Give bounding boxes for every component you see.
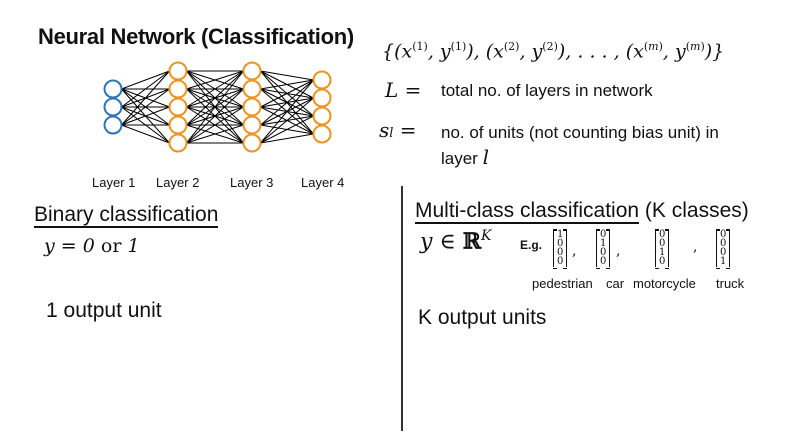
connection-l1-2-2 xyxy=(121,106,170,126)
multiclass-heading-suffix: (K classes) xyxy=(644,199,749,222)
def-sl-symbol: sl = xyxy=(379,118,417,142)
connection-l2-4-2 xyxy=(186,106,244,144)
connection-l2-4-3 xyxy=(186,124,244,144)
connection-l3-0-0 xyxy=(260,70,314,81)
unit-layer2-3 xyxy=(168,97,188,117)
unit-layer3-3 xyxy=(242,97,262,117)
connection-l2-1-0 xyxy=(186,70,244,90)
connection-l2-4-1 xyxy=(186,88,244,144)
layer-label-1: Layer 1 xyxy=(92,175,136,190)
connection-l1-0-0 xyxy=(121,70,170,90)
training-set-formula: {(x(1), y(1)), (x(2), y(2)), . . . , (x(… xyxy=(382,40,725,63)
unit-layer2-5 xyxy=(168,133,188,153)
unit-layer4-4 xyxy=(312,124,332,144)
unit-layer1-1 xyxy=(103,79,123,99)
connection-l1-2-0 xyxy=(121,70,170,126)
connection-l1-1-0 xyxy=(121,70,170,108)
class-label-car: car xyxy=(606,276,625,291)
class-label-pedestrian: pedestrian xyxy=(532,276,593,291)
connection-l2-4-0 xyxy=(186,70,244,144)
connection-l2-3-0 xyxy=(186,70,244,126)
connection-l3-3-0 xyxy=(260,79,314,126)
class-label-motorcycle: motorcycle xyxy=(633,276,696,291)
def-sl-text-line2: layer l xyxy=(441,145,489,169)
vertical-divider xyxy=(401,186,403,431)
binary-heading: Binary classification xyxy=(34,203,219,228)
unit-layer3-1 xyxy=(242,61,262,81)
unit-layer1-2 xyxy=(103,97,123,117)
connection-l3-1-0 xyxy=(260,79,314,90)
multiclass-output-units: K output units xyxy=(418,306,547,329)
unit-layer4-3 xyxy=(312,106,332,126)
comma-2: , xyxy=(616,243,621,259)
connection-l3-4-0 xyxy=(260,79,314,144)
comma-1: , xyxy=(572,243,577,259)
unit-layer2-1 xyxy=(168,61,188,81)
binary-formula: y = 0 or 1 xyxy=(44,235,140,257)
neural-network-diagram xyxy=(103,61,332,153)
layer-label-4: Layer 4 xyxy=(301,175,345,190)
binary-output-units: 1 output unit xyxy=(46,299,162,322)
unit-layer3-4 xyxy=(242,115,262,135)
connection-l3-4-3 xyxy=(260,133,314,144)
comma-3: , xyxy=(693,239,698,255)
eg-label: E.g. xyxy=(520,238,543,252)
def-L-symbol: L = xyxy=(385,78,422,102)
multiclass-formula: y ∈ ℝK xyxy=(420,228,492,255)
unit-layer1-3 xyxy=(103,115,123,135)
unit-layer3-5 xyxy=(242,133,262,153)
connection-l3-4-1 xyxy=(260,97,314,144)
def-L-text: total no. of layers in network xyxy=(441,81,653,100)
connection-l1-2-1 xyxy=(121,88,170,126)
unit-layer2-2 xyxy=(168,79,188,99)
unit-layer4-2 xyxy=(312,88,332,108)
multiclass-heading-wrap: Multi-class classification (K classes) xyxy=(415,199,749,224)
connection-l3-2-0 xyxy=(260,79,314,108)
def-sl-text: no. of units (not counting bias unit) in xyxy=(441,123,719,142)
connection-l1-2-4 xyxy=(121,124,170,144)
multiclass-heading: Multi-class classification xyxy=(415,199,640,224)
layer-label-2: Layer 2 xyxy=(156,175,200,190)
unit-layer3-2 xyxy=(242,79,262,99)
page-title: Neural Network (Classification) xyxy=(38,24,354,49)
connection-l2-2-0 xyxy=(186,70,244,108)
unit-layer2-4 xyxy=(168,115,188,135)
class-label-truck: truck xyxy=(716,276,745,291)
unit-layer4-1 xyxy=(312,70,332,90)
connection-l3-4-2 xyxy=(260,115,314,144)
layer-label-3: Layer 3 xyxy=(230,175,274,190)
